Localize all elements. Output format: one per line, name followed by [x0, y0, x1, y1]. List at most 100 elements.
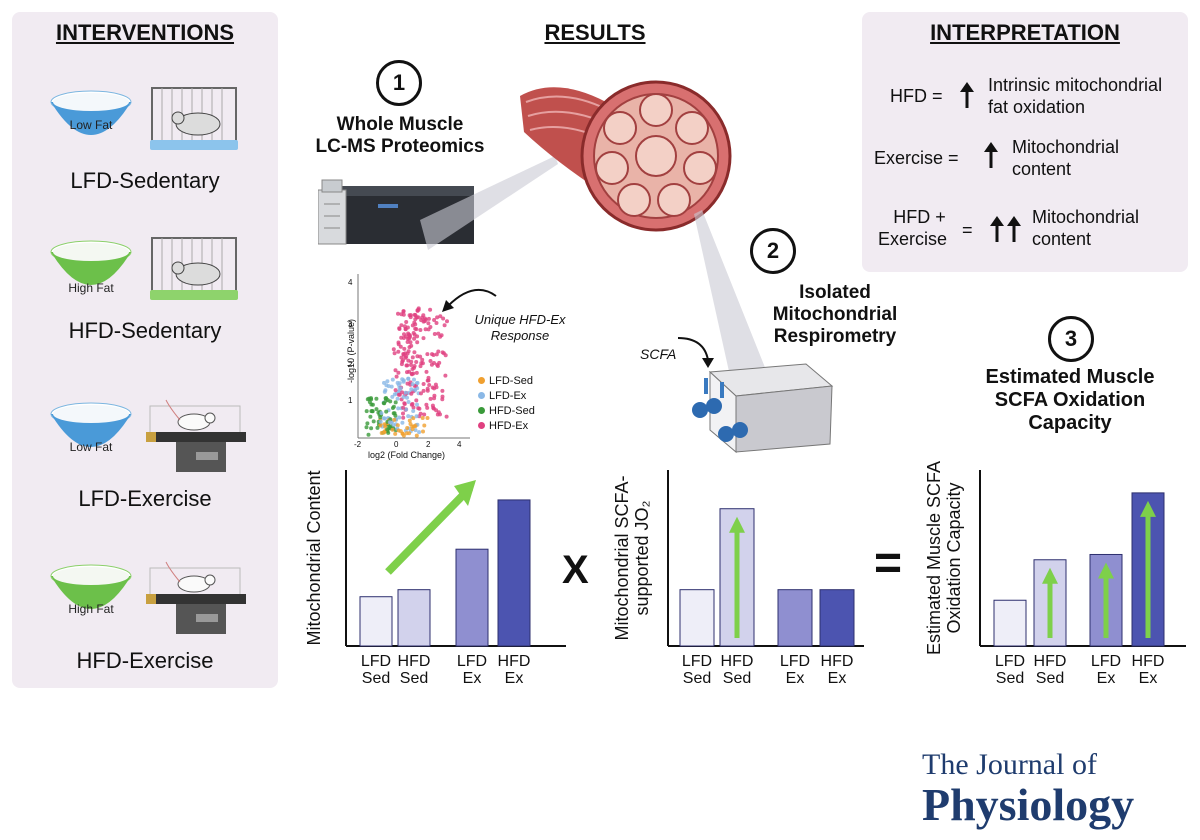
- volcano-point: [435, 315, 440, 320]
- volcano-point: [415, 402, 419, 407]
- volcano-point: [438, 314, 443, 319]
- volcano-legend: LFD-Sed LFD-Ex HFD-Sed HFD-Ex: [478, 374, 535, 434]
- step-2-title-line: Mitochondrial: [772, 304, 898, 325]
- volcano-point: [412, 377, 416, 382]
- volcano-point: [407, 345, 412, 350]
- tick-label: HFD: [721, 653, 754, 670]
- volcano-point: [421, 429, 425, 434]
- respirometer-icon: [692, 363, 834, 454]
- interventions-heading: INTERVENTIONS: [55, 20, 235, 45]
- volcano-point: [396, 340, 401, 345]
- volcano-point: [405, 351, 410, 356]
- volcano-point: [421, 313, 426, 318]
- interpretation-row-exercise: Exercise =: [874, 148, 959, 168]
- annotation-line: Response: [490, 328, 550, 343]
- volcano-point: [402, 401, 407, 406]
- tick-label: HFD: [498, 653, 531, 670]
- volcano-point: [401, 405, 406, 410]
- volcano-point: [365, 397, 370, 402]
- volcano-point: [397, 381, 402, 386]
- volcano-point: [382, 416, 387, 421]
- volcano-point: [402, 346, 407, 351]
- interp-line: content: [1012, 159, 1072, 179]
- tick-label: LFD: [780, 653, 810, 670]
- volcano-point: [369, 402, 374, 407]
- volcano-point: [414, 360, 419, 364]
- volcano-point: [409, 387, 414, 392]
- y-axis-label: Mitochondrial SCFA-: [612, 475, 632, 640]
- volcano-point: [396, 311, 400, 316]
- volcano-point: [432, 361, 436, 365]
- volcano-point: [396, 370, 401, 375]
- sedentary-cage-icon: [150, 237, 238, 300]
- volcano-point: [404, 320, 409, 324]
- curved-arrow-icon: [442, 288, 497, 312]
- volcano-point: [421, 336, 426, 341]
- volcano-xtick: 0: [394, 440, 399, 449]
- volcano-point: [424, 369, 429, 374]
- volcano-point: [386, 384, 391, 389]
- tick-label: HFD: [1034, 653, 1067, 670]
- volcano-point: [393, 413, 398, 418]
- volcano-point: [436, 349, 441, 354]
- volcano-point: [364, 409, 369, 414]
- volcano-point: [401, 358, 405, 363]
- step-1-title-line: LC-MS Proteomics: [315, 136, 485, 157]
- volcano-point: [411, 331, 416, 335]
- volcano-point: [370, 409, 375, 414]
- volcano-point: [432, 386, 437, 391]
- volcano-point: [399, 323, 404, 328]
- legend-label: HFD-Ex: [489, 420, 529, 432]
- volcano-point: [405, 381, 410, 386]
- bar: [777, 589, 813, 647]
- volcano-point: [415, 380, 420, 385]
- volcano-point: [391, 423, 396, 428]
- legend-swatch: [478, 407, 485, 414]
- y-axis-label: Estimated Muscle SCFA: [924, 461, 944, 655]
- volcano-point: [415, 334, 420, 339]
- interp-line: HFD +: [893, 207, 946, 227]
- scfa-label: SCFA: [640, 346, 677, 362]
- bowl-label: Low Fat: [69, 440, 113, 454]
- volcano-point: [440, 388, 445, 393]
- bar: [819, 589, 855, 647]
- legend-label: LFD-Ex: [489, 390, 527, 402]
- y-axis-label: Mitochondrial Content: [304, 470, 324, 645]
- up-arrow-icon: [984, 142, 998, 168]
- step-1-title-line: Whole Muscle: [336, 114, 464, 135]
- volcano-point: [391, 347, 396, 352]
- volcano-point: [420, 361, 425, 366]
- volcano-point: [366, 432, 371, 437]
- volcano-point: [397, 327, 402, 331]
- volcano-point: [418, 354, 423, 359]
- volcano-point: [405, 340, 410, 344]
- volcano-ytick: 2: [348, 360, 353, 369]
- volcano-point: [394, 374, 399, 379]
- volcano-point: [443, 353, 448, 358]
- legend-label: HFD-Sed: [489, 405, 535, 417]
- legend-item: LFD-Ex: [478, 389, 535, 404]
- volcano-point: [397, 392, 402, 397]
- legend-item: HFD-Ex: [478, 419, 535, 434]
- intervention-label: HFD-Exercise: [76, 648, 214, 673]
- volcano-point: [427, 383, 432, 387]
- volcano-point: [390, 394, 395, 399]
- trend-arrow-head: [454, 480, 476, 506]
- volcano-point: [397, 415, 402, 420]
- volcano-point: [422, 423, 427, 428]
- volcano-point: [378, 423, 383, 428]
- volcano-point: [396, 406, 401, 411]
- journal-logo-line2: Physiology: [922, 779, 1135, 830]
- tick-label: LFD: [995, 653, 1025, 670]
- volcano-point: [398, 386, 403, 391]
- bar: [455, 548, 489, 647]
- tick-label: Sed: [362, 670, 390, 687]
- volcano-ylabel: -log10 (P-value): [346, 318, 356, 384]
- results-heading: RESULTS: [544, 20, 646, 45]
- bar: [359, 596, 393, 647]
- step-2-title-line: Isolated: [799, 282, 871, 303]
- increase-arrow-head: [729, 516, 745, 533]
- volcano-point: [401, 395, 406, 399]
- tick-label: Sed: [400, 670, 428, 687]
- volcano-point: [436, 331, 441, 336]
